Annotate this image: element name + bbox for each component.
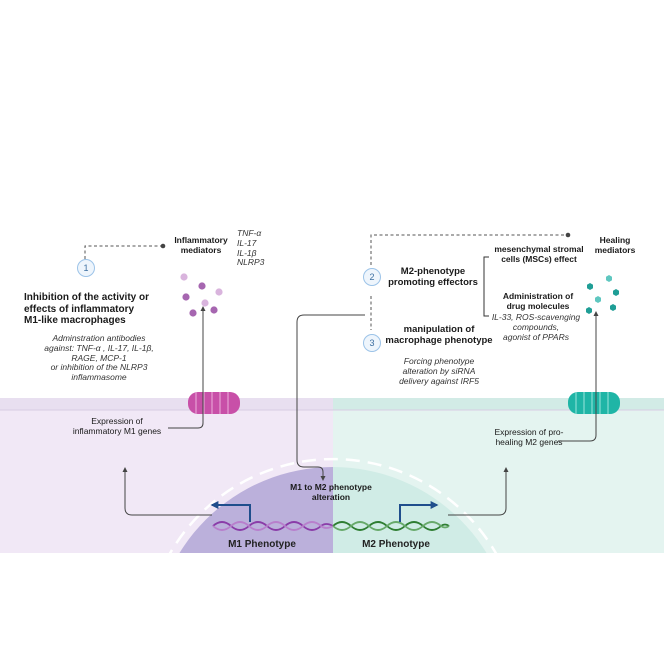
m1-gene-expression-label: Expression of inflammatory M1 genes	[72, 416, 162, 436]
m1-phenotype-label: M1 Phenotype	[228, 539, 296, 550]
inhibition-title: Inhibition of the activity or effects of…	[24, 292, 149, 326]
cytokine-item: IL-1β	[237, 247, 257, 258]
inflammatory-mediators-title: Inflammatory mediators	[174, 235, 228, 255]
m1-nucleus	[179, 467, 333, 553]
dna-helix-m2	[332, 521, 450, 531]
step-3-badge: 3	[363, 334, 381, 352]
m2-gene-expression-label: Expression of pro- healing M2 genes	[494, 427, 564, 447]
m1-receptor-icon	[188, 392, 240, 414]
msc-effect-label: mesenchymal stromal cells (MSCs) effect	[494, 244, 584, 264]
healing-mediator-hexagons	[586, 275, 619, 314]
drug-administration-detail: IL-33, ROS-scavenging compounds, agonist…	[491, 312, 581, 342]
right-dashed-connector	[370, 234, 567, 265]
m1-gene-to-receptor-arrow	[168, 306, 206, 429]
step-2-badge: 2	[363, 268, 381, 286]
inflammatory-mediator-dots	[180, 273, 223, 317]
m2-dna-to-gene-arrow	[448, 467, 509, 516]
m1-dna-to-gene-arrow	[122, 467, 212, 516]
healing-mediators-title: Healing mediators	[594, 235, 636, 255]
left-dashed-connector	[84, 245, 162, 259]
drug-administration-title: Administration of drug molecules	[502, 291, 574, 311]
alteration-arrow	[296, 314, 365, 481]
step-1-badge: 1	[77, 259, 95, 277]
cytokine-list: TNF-α IL-17 IL-1β NLRP3	[237, 228, 297, 268]
m2-nucleus	[333, 467, 487, 553]
step-3-title: manipulation of macrophage phenotype	[385, 324, 493, 346]
cytokine-item: TNF-α	[237, 228, 262, 238]
m2-phenotype-label: M2 Phenotype	[362, 539, 430, 550]
nuclear-envelope	[168, 457, 498, 553]
m2-gene-to-receptor-arrow	[558, 311, 599, 442]
inhibition-detail: Adminstration antibodies against: TNF-α …	[44, 333, 154, 383]
m2-receptor-icon	[568, 392, 620, 414]
m2-transcription-arrow	[399, 501, 439, 522]
effectors-bracket	[483, 256, 489, 317]
cytokine-item: NLRP3	[237, 257, 265, 268]
m1-transcription-arrow	[210, 501, 251, 522]
cytokine-item: IL-17	[237, 237, 257, 248]
dna-helix-m1	[212, 521, 334, 531]
m2-effectors-title: M2-phenotype promoting effectors	[388, 266, 478, 288]
alteration-label: M1 to M2 phenotype alteration	[290, 482, 372, 502]
step-3-detail: Forcing phenotype alteration by siRNA de…	[399, 356, 479, 386]
